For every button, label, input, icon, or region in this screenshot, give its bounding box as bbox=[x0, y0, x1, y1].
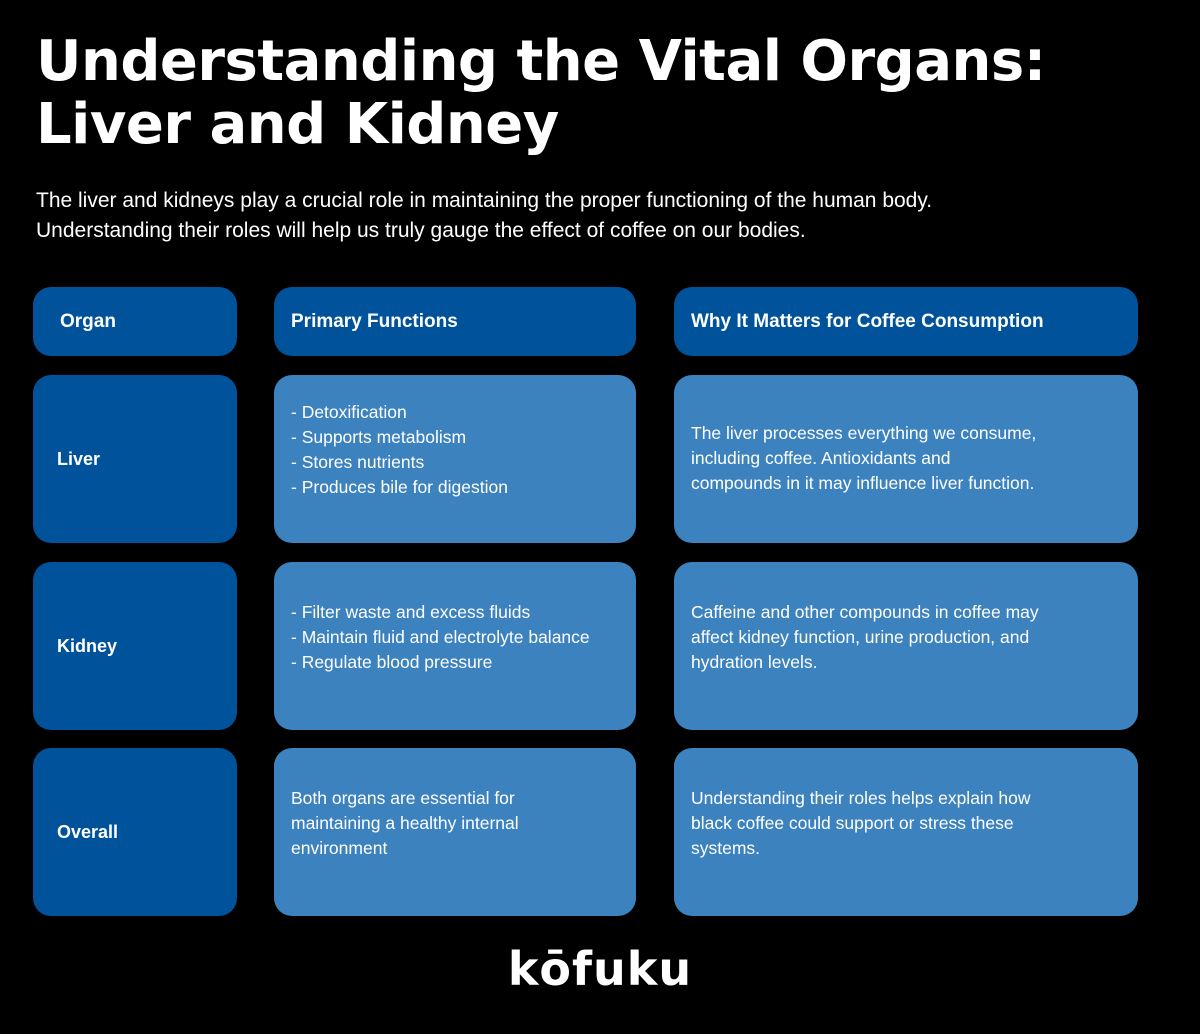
matters-cell-kidney: Caffeine and other compounds in coffee m… bbox=[674, 562, 1138, 730]
functions-cell-liver: - Detoxification - Supports metabolism -… bbox=[274, 375, 636, 543]
organ-cell-kidney: Kidney bbox=[33, 562, 237, 730]
function-line: maintaining a healthy internal bbox=[291, 812, 519, 833]
page-title: Understanding the Vital Organs: Liver an… bbox=[36, 30, 1166, 156]
intro-paragraph: The liver and kidneys play a crucial rol… bbox=[36, 186, 1176, 246]
functions-cell-kidney: - Filter waste and excess fluids - Maint… bbox=[274, 562, 636, 730]
function-line: - Regulate blood pressure bbox=[291, 651, 493, 672]
matters-line: including coffee. Antioxidants and bbox=[691, 447, 951, 468]
matters-cell-overall: Understanding their roles helps explain … bbox=[674, 748, 1138, 916]
function-line: - Detoxification bbox=[291, 402, 407, 422]
matters-line: systems. bbox=[691, 837, 761, 858]
function-line: - Maintain fluid and electrolyte balance bbox=[291, 626, 590, 647]
organ-cell-liver: Liver bbox=[33, 375, 237, 543]
function-line: environment bbox=[291, 837, 388, 858]
matters-line: black coffee could support or stress the… bbox=[691, 812, 1014, 833]
header-organ-label: Organ bbox=[60, 310, 116, 332]
function-line: - Supports metabolism bbox=[291, 427, 467, 447]
header-why-it-matters-label: Why It Matters for Coffee Consumption bbox=[691, 310, 1044, 332]
header-organ: Organ bbox=[33, 287, 237, 356]
matters-cell-liver: The liver processes everything we consum… bbox=[674, 375, 1138, 543]
matters-line: hydration levels. bbox=[691, 651, 818, 672]
organ-label: Kidney bbox=[57, 635, 118, 656]
matters-line: Understanding their roles helps explain … bbox=[691, 787, 1031, 808]
header-primary-functions-label: Primary Functions bbox=[291, 310, 458, 332]
function-line: - Produces bile for digestion bbox=[291, 477, 508, 497]
matters-line: Caffeine and other compounds in coffee m… bbox=[691, 601, 1039, 622]
page-title-line-2: Liver and Kidney bbox=[36, 92, 559, 157]
intro-line-1: The liver and kidneys play a crucial rol… bbox=[36, 189, 933, 212]
organ-label: Liver bbox=[57, 448, 101, 469]
function-line: Both organs are essential for bbox=[291, 787, 515, 808]
header-why-it-matters: Why It Matters for Coffee Consumption bbox=[674, 287, 1138, 356]
function-line: - Stores nutrients bbox=[291, 452, 425, 472]
organ-label: Overall bbox=[57, 821, 119, 842]
intro-line-2: Understanding their roles will help us t… bbox=[36, 219, 806, 242]
matters-line: affect kidney function, urine production… bbox=[691, 626, 1030, 647]
header-primary-functions: Primary Functions bbox=[274, 287, 636, 356]
function-line: - Filter waste and excess fluids bbox=[291, 601, 531, 622]
functions-cell-overall: Both organs are essential for maintainin… bbox=[274, 748, 636, 916]
matters-line: compounds in it may influence liver func… bbox=[691, 472, 1035, 493]
page-title-line-1: Understanding the Vital Organs: bbox=[36, 29, 1046, 94]
organ-cell-overall: Overall bbox=[33, 748, 237, 916]
kofuku-logo: kōfuku bbox=[507, 942, 693, 996]
matters-line: The liver processes everything we consum… bbox=[691, 422, 1037, 443]
